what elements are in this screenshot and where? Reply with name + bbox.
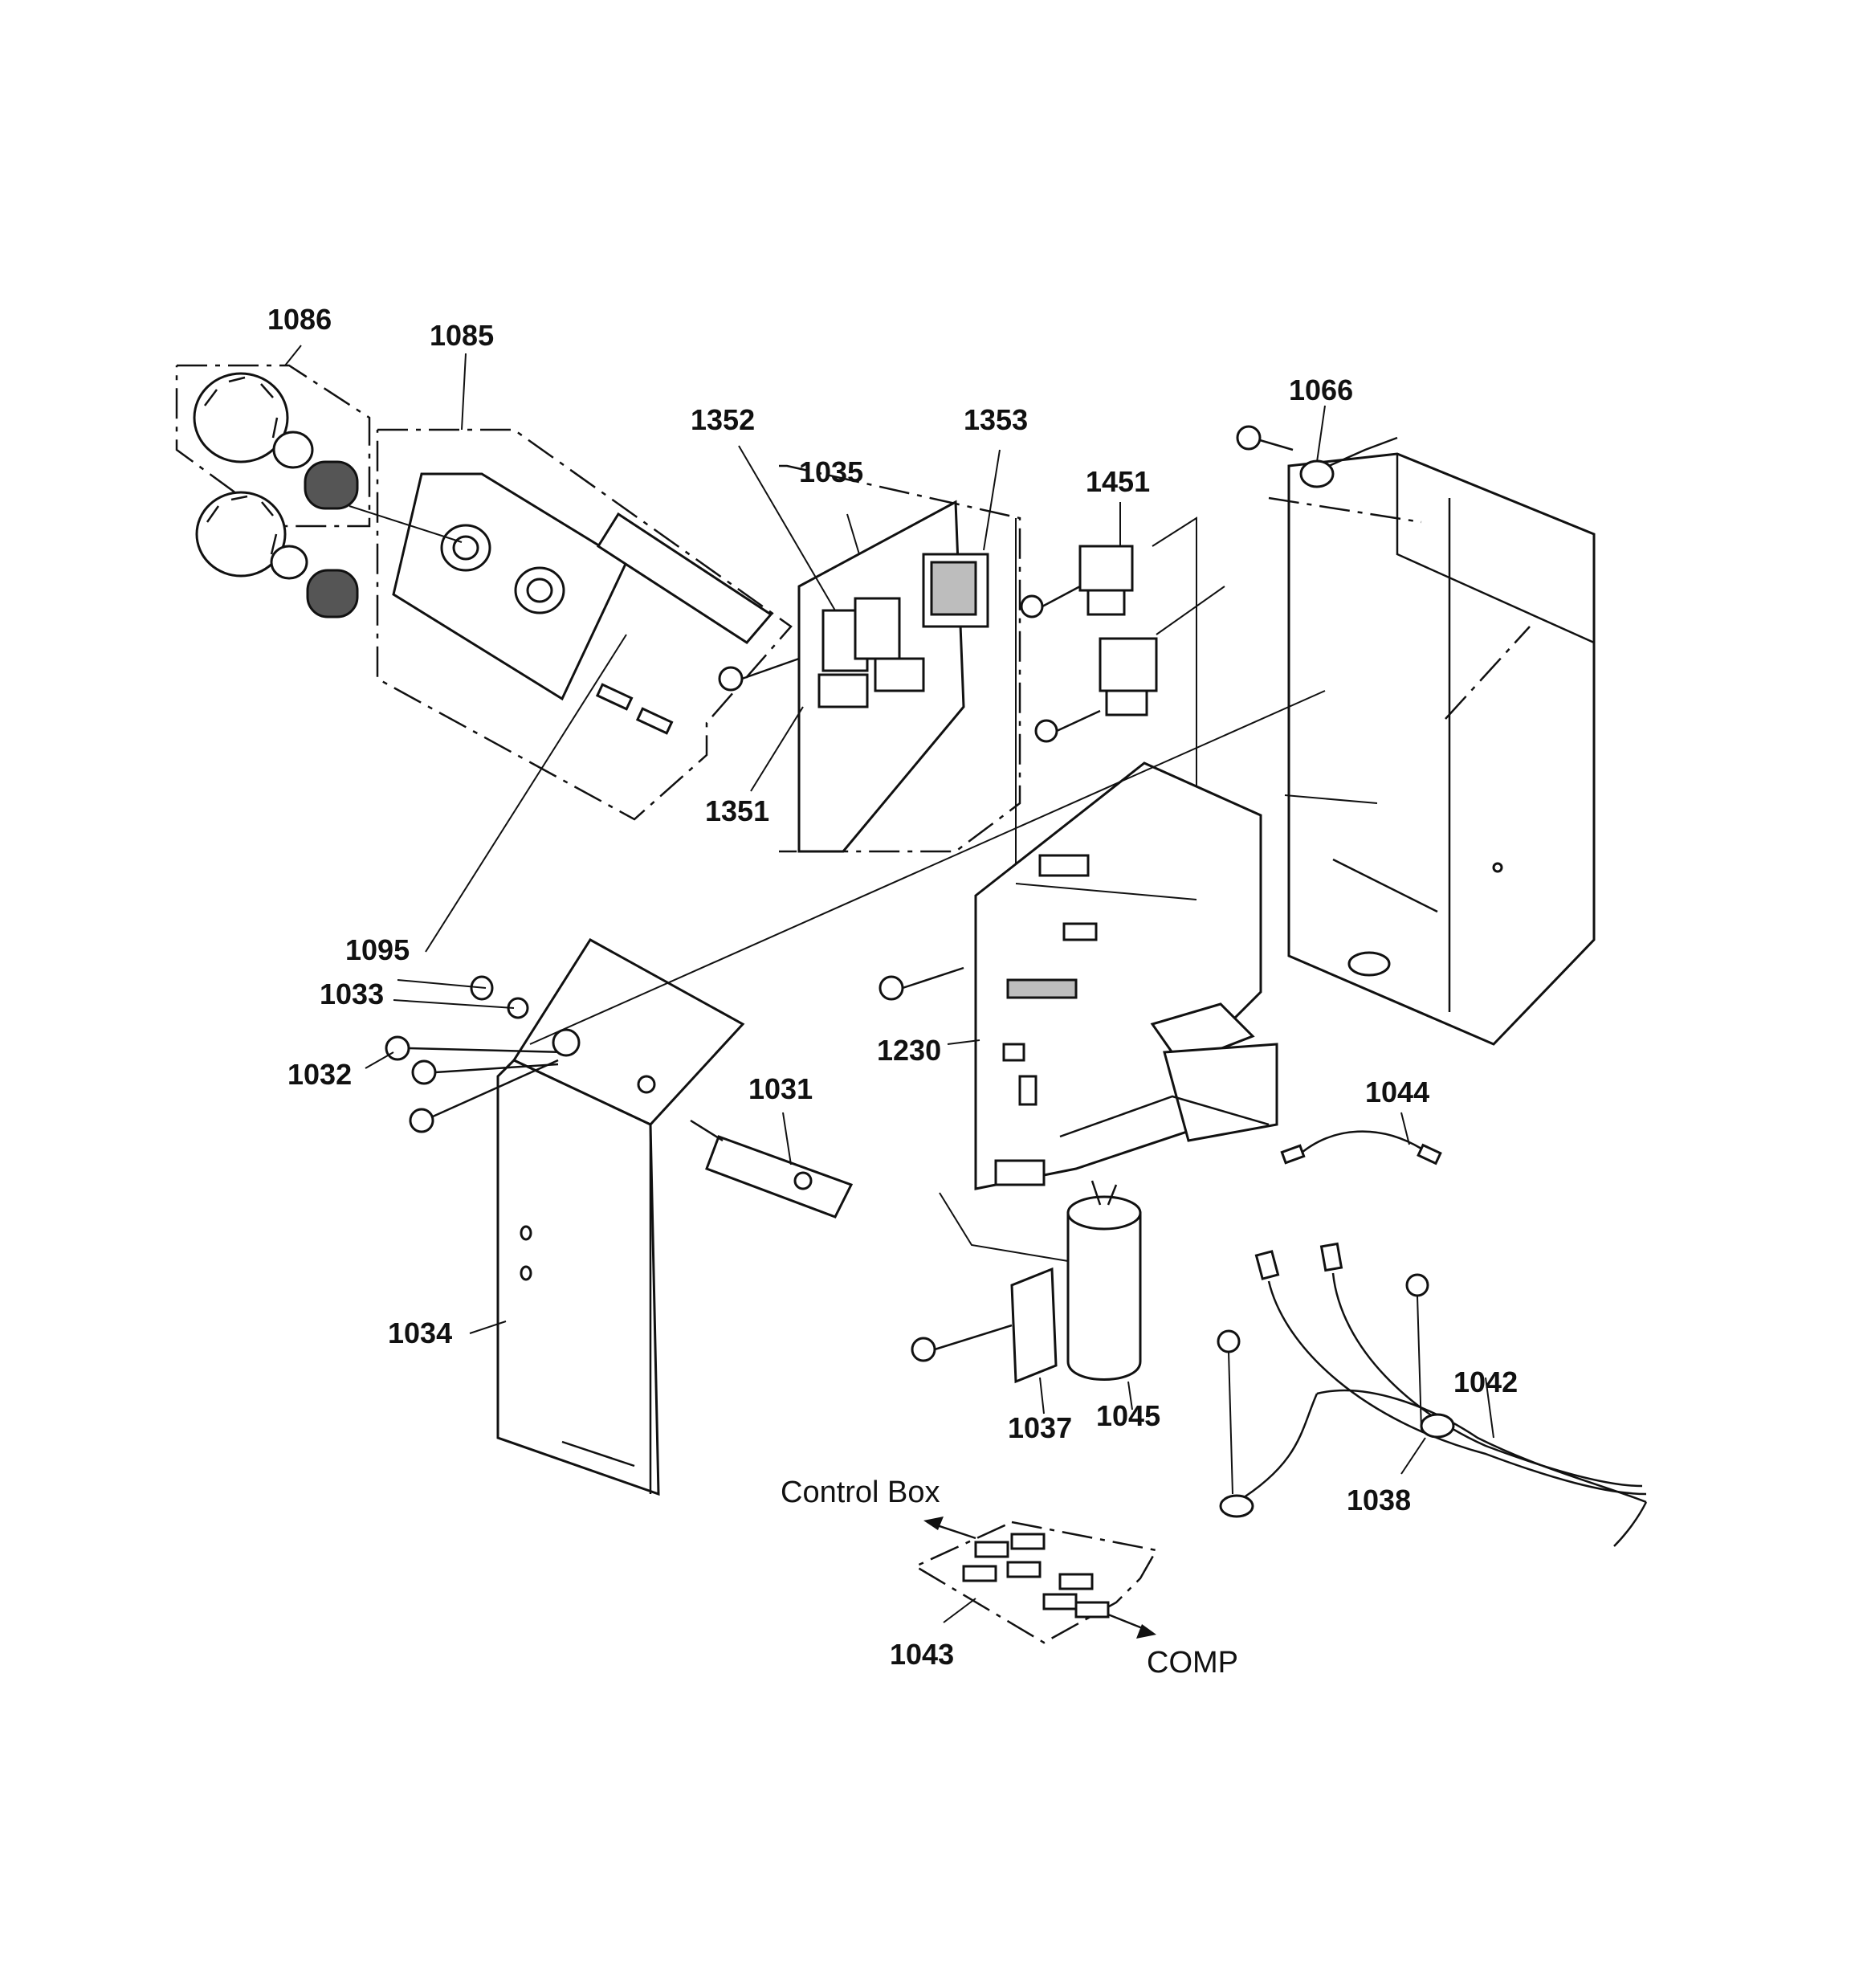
- label-1033: 1033: [320, 978, 384, 1010]
- label-1230: 1230: [877, 1034, 941, 1067]
- label-1043: 1043: [890, 1638, 954, 1671]
- part-labels: 1086 1085 1352 1035 1353 1451 1066 1351 …: [267, 303, 1518, 1680]
- knob-assembly: [175, 364, 371, 618]
- sensor-bracket: [690, 1119, 854, 1219]
- label-1351: 1351: [705, 794, 769, 827]
- label-comp: COMP: [1147, 1646, 1238, 1680]
- label-1038: 1038: [1347, 1484, 1411, 1517]
- label-1031: 1031: [748, 1072, 813, 1105]
- label-1034: 1034: [388, 1316, 452, 1349]
- label-1044: 1044: [1365, 1076, 1429, 1108]
- relay-assembly: [1020, 516, 1225, 900]
- control-box-housing: [1268, 452, 1596, 1046]
- control-panel: [349, 428, 793, 821]
- label-1086: 1086: [267, 303, 332, 336]
- label-1095: 1095: [345, 933, 410, 966]
- label-1085: 1085: [430, 319, 494, 352]
- label-1032: 1032: [287, 1058, 352, 1091]
- label-1066: 1066: [1289, 374, 1353, 406]
- label-1353: 1353: [964, 403, 1028, 436]
- leader-lines: [284, 345, 1494, 1623]
- main-board: [879, 761, 1378, 1190]
- label-1352: 1352: [691, 403, 755, 436]
- capacitor-assembly: [911, 1180, 1142, 1384]
- label-1042: 1042: [1453, 1365, 1518, 1398]
- terminal-board: [913, 1517, 1158, 1644]
- wire-harness: [1217, 1242, 1648, 1547]
- label-1037: 1037: [1008, 1411, 1072, 1444]
- label-1045: 1045: [1096, 1399, 1160, 1432]
- front-cover: [496, 690, 1326, 1496]
- label-1451: 1451: [1086, 465, 1150, 498]
- label-1035: 1035: [799, 455, 863, 488]
- pcb-assembly: [718, 464, 1021, 892]
- ground-screw-assembly: [1236, 425, 1398, 488]
- wire-jumper: [1280, 1130, 1442, 1165]
- label-control-box: Control Box: [781, 1476, 940, 1509]
